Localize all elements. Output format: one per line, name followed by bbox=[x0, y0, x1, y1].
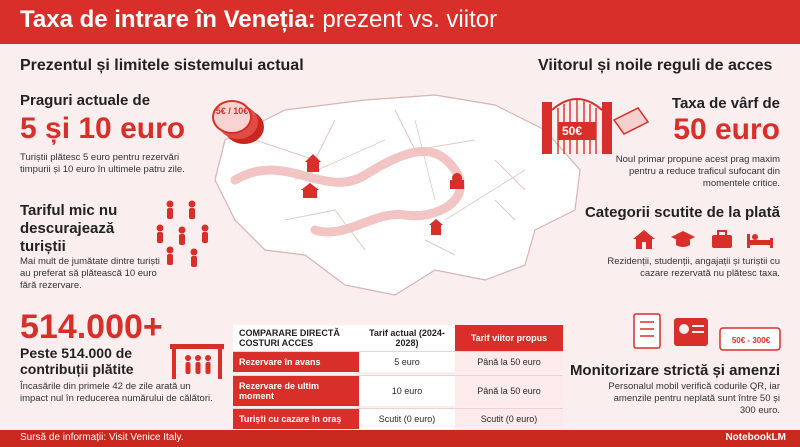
header-bar: Taxa de intrare în Veneția: prezent vs. … bbox=[0, 0, 800, 44]
thresholds-text: Turiștii plătesc 5 euro pentru rezervări… bbox=[20, 152, 185, 175]
fines-text: Personalul mobil verifică codurile QR, i… bbox=[608, 381, 780, 416]
table-cell: Până la 50 euro bbox=[455, 351, 563, 372]
venice-map-illustration bbox=[214, 94, 581, 296]
page-title: Taxa de intrare în Veneția: prezent vs. … bbox=[20, 6, 497, 34]
source-note: Sursă de informații: Visit Venice Italy. bbox=[20, 432, 184, 443]
walking-tourists-icon bbox=[156, 200, 209, 267]
title-light: prezent vs. viitor bbox=[322, 6, 498, 33]
table-header: Tarif actual (2024-2028) bbox=[359, 325, 455, 352]
deterrence-text: Mai mult de jumătate dintre turiști au p… bbox=[20, 256, 160, 291]
table-header-row: COMPARARE DIRECTĂ COSTURI ACCES Tarif ac… bbox=[233, 325, 563, 352]
exempt-icons bbox=[632, 228, 782, 250]
table-row: Turiști cu cazare în oraș Scutit (0 euro… bbox=[233, 408, 563, 429]
contributors-text: Încasările din primele 42 de zile arată … bbox=[20, 381, 213, 404]
fines-icons bbox=[633, 313, 781, 351]
table-row: Rezervare de ultim moment 10 euro Până l… bbox=[233, 374, 563, 406]
right-section-title: Viitorul și noile reguli de acces bbox=[538, 57, 773, 74]
coin-stack-icon: 5€ / 10€ bbox=[212, 100, 268, 148]
briefcase-icon bbox=[712, 230, 732, 248]
landmark-icons bbox=[301, 154, 464, 235]
left-section-title: Prezentul și limitele sistemului actual bbox=[20, 57, 304, 74]
checklist-icon bbox=[633, 313, 661, 349]
contributors-heading: Peste 514.000 de contribuții plătite bbox=[20, 345, 134, 377]
home-icon bbox=[633, 230, 655, 249]
table-cell: Rezervare în avans bbox=[233, 351, 359, 372]
table-cell: Scutit (0 euro) bbox=[359, 408, 455, 429]
exempt-heading: Categorii scutite de la plată bbox=[584, 204, 780, 221]
contributors-value: 514.000+ bbox=[20, 308, 163, 346]
bed-icon bbox=[747, 234, 773, 248]
comparison-table: COMPARARE DIRECTĂ COSTURI ACCES Tarif ac… bbox=[233, 325, 563, 429]
graduation-cap-icon bbox=[671, 231, 695, 247]
fine-ticket-icon bbox=[719, 327, 781, 351]
gate-price-label: 50€ bbox=[562, 124, 583, 138]
fine-ticket-label: 50€ - 300€ bbox=[731, 336, 771, 345]
peak-heading: Taxa de vârf de bbox=[671, 95, 780, 112]
fines-heading: Monitorizare strictă și amenzi bbox=[569, 362, 780, 379]
table-cell: Până la 50 euro bbox=[455, 374, 563, 406]
table-row: Rezervare în avans 5 euro Până la 50 eur… bbox=[233, 351, 563, 372]
id-badge-icon bbox=[674, 318, 708, 346]
exempt-text: Rezidenții, studenții, angajații și turi… bbox=[607, 256, 780, 279]
table-cell: Rezervare de ultim moment bbox=[233, 374, 359, 406]
table-header: Tarif viitor propus bbox=[455, 325, 563, 352]
table-cell: Scutit (0 euro) bbox=[455, 408, 563, 429]
coin-label: 5€ / 10€ bbox=[212, 100, 252, 134]
table-cell: 10 euro bbox=[359, 374, 455, 406]
notebooklm-logo: NotebookLM bbox=[725, 432, 786, 443]
peak-value: 50 euro bbox=[673, 113, 780, 146]
thresholds-value: 5 și 10 euro bbox=[20, 112, 186, 145]
table-header: COMPARARE DIRECTĂ COSTURI ACCES bbox=[233, 325, 359, 352]
venice-gate-icon bbox=[542, 98, 650, 154]
deterrence-heading: Tariful mic nu descurajează turiștii bbox=[20, 202, 118, 255]
table-cell: 5 euro bbox=[359, 351, 455, 372]
title-bold: Taxa de intrare în Veneția: bbox=[20, 6, 316, 33]
peak-text: Noul primar propune acest prag maxim pen… bbox=[615, 154, 780, 189]
footer-bar: Sursă de informații: Visit Venice Italy.… bbox=[0, 430, 800, 447]
thresholds-heading: Praguri actuale de bbox=[20, 92, 151, 109]
turnstile-gate-icon bbox=[170, 344, 224, 379]
table-cell: Turiști cu cazare în oraș bbox=[233, 408, 359, 429]
